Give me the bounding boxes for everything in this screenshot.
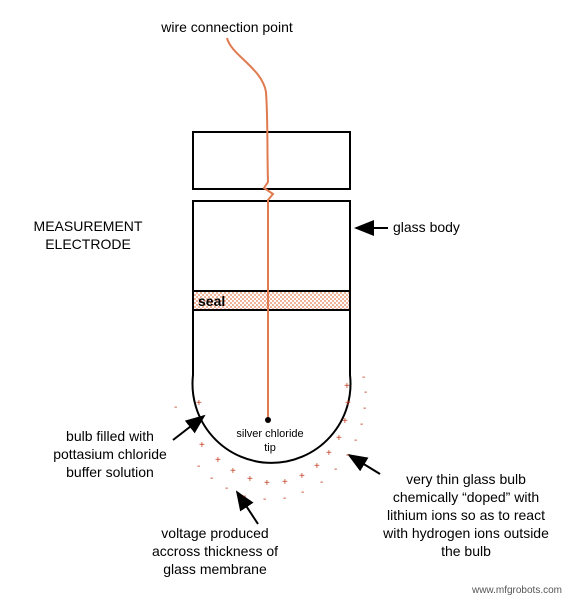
minus-charge: - <box>362 372 365 383</box>
measurement-label-1: MEASUREMENT <box>34 218 143 234</box>
measurement-label-2: ELECTRODE <box>45 236 131 252</box>
voltage-arrow <box>235 490 259 525</box>
voltage-label-2: accross thickness of <box>152 543 278 559</box>
plus-charge: + <box>282 477 288 488</box>
plus-charge: + <box>230 466 236 477</box>
thin-label-5: the bulb <box>441 543 491 559</box>
glass-body-outline <box>191 200 352 464</box>
minus-charge: - <box>263 494 266 505</box>
minus-charge: - <box>243 491 246 502</box>
bulb-label-2: pottasium chloride <box>53 446 167 462</box>
plus-charge: + <box>196 398 202 409</box>
tip-label-2: tip <box>264 442 276 454</box>
inner-plus-charges: + + + + + + + + + + + + + + <box>196 381 351 489</box>
plus-charge: + <box>336 433 342 444</box>
bulb-label-3: buffer solution <box>66 464 154 480</box>
thin-glass-arrow <box>347 453 381 475</box>
wire-line <box>226 37 275 420</box>
minus-charge: - <box>225 483 228 494</box>
plus-charge: + <box>345 398 351 409</box>
plus-charge: + <box>314 461 320 472</box>
plus-charge: + <box>199 440 205 451</box>
thin-label-2: chemically “doped” with <box>393 489 539 505</box>
plus-charge: + <box>326 448 332 459</box>
electrode-cap <box>192 131 351 190</box>
voltage-label-1: voltage produced <box>161 525 268 541</box>
wire-connection-label: wire connection point <box>160 19 293 35</box>
glass-body-label: glass body <box>393 219 460 235</box>
bulb-filled-arrow <box>172 414 206 441</box>
plus-charge: + <box>344 381 350 392</box>
tip-label-1: silver chloride <box>236 428 303 440</box>
minus-charge: - <box>354 435 357 446</box>
plus-charge: + <box>247 474 253 485</box>
minus-charge: - <box>301 487 304 498</box>
minus-charge: - <box>363 403 366 414</box>
minus-charge: - <box>174 402 177 413</box>
minus-charge: - <box>197 461 200 472</box>
watermark: www.mfgrobots.com <box>471 585 562 596</box>
plus-charge: + <box>264 478 270 489</box>
minus-charge: - <box>283 493 286 504</box>
thin-label-3: lithium ions so as to react <box>387 507 545 523</box>
minus-charge: - <box>320 477 323 488</box>
minus-charge: - <box>334 464 337 475</box>
outer-minus-charges: - - - - - - - - - - - - - - - - <box>174 372 367 505</box>
seal-band <box>192 290 351 311</box>
seal-label: seal <box>198 293 225 309</box>
bulb-label-1: bulb filled with <box>66 428 154 444</box>
voltage-label-3: glass membrane <box>163 561 267 577</box>
minus-charge: - <box>360 419 363 430</box>
thin-label-1: very thin glass bulb <box>406 471 526 487</box>
minus-charge: - <box>364 387 367 398</box>
plus-charge: + <box>342 416 348 427</box>
plus-charge: + <box>215 455 221 466</box>
minus-charge: - <box>346 450 349 461</box>
plus-charge: + <box>299 471 305 482</box>
minus-charge: - <box>210 473 213 484</box>
tip-dot <box>265 417 271 423</box>
thin-label-4: with hydrogen ions outside <box>382 525 549 541</box>
